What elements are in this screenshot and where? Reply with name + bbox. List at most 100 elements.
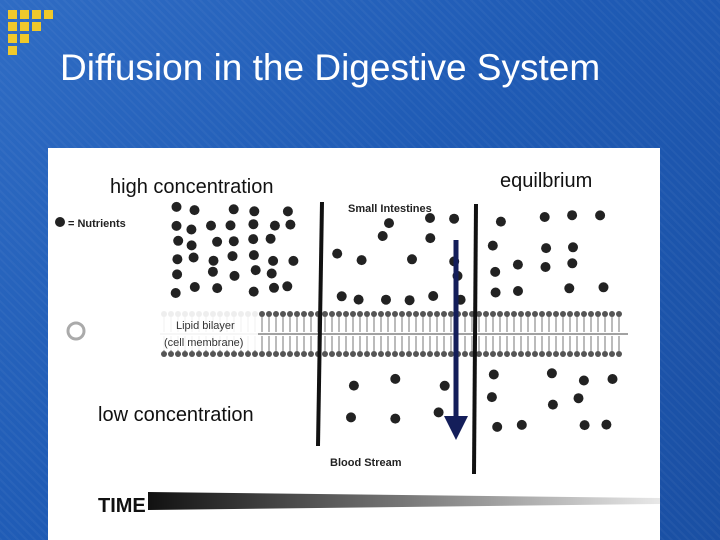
nutrient-dot [439, 380, 450, 391]
nutrient-dot [490, 266, 501, 277]
nutrient-dot [269, 282, 279, 293]
nutrient-dot [173, 235, 184, 246]
nutrient-dot [288, 255, 299, 266]
nutrient-dot [390, 413, 401, 424]
nutrient-dot [488, 369, 499, 380]
divider-line-right [472, 203, 478, 475]
nutrient-dot [265, 233, 276, 244]
cell-membrane-label: (cell membrane) [164, 337, 243, 349]
nutrient-dot [171, 220, 182, 231]
nutrient-dot [425, 233, 436, 244]
nutrient-dot [425, 213, 435, 223]
blood-stream-label: Blood Stream [330, 457, 402, 469]
nutrient-dot [172, 254, 183, 265]
nutrient-dot [607, 374, 618, 384]
divider-line-left [316, 201, 324, 447]
nutrient-dot [573, 393, 584, 404]
nutrient-dot [189, 205, 200, 216]
time-gradient-bar [148, 492, 660, 510]
nutrient-dot [433, 407, 444, 418]
nutrient-dot [336, 291, 347, 302]
nutrient-dot [282, 281, 293, 292]
nutrient-dot [346, 412, 356, 423]
nutrients-key-text: = Nutrients [68, 218, 126, 230]
nutrient-dot [348, 380, 359, 391]
nutrient-dot [248, 219, 259, 230]
nutrient-dot [250, 265, 261, 276]
nutrient-dot [540, 262, 551, 272]
nutrient-dot [229, 270, 240, 281]
nutrient-dot [186, 240, 197, 251]
equilibrium-label: equilbrium [500, 170, 593, 192]
low-concentration-label: low concentration [98, 404, 254, 426]
nutrient-dot [384, 218, 394, 229]
nutrient-dot [170, 288, 181, 298]
lipid-bilayer-label: Lipid bilayer [176, 320, 235, 332]
nutrient-dot [490, 287, 501, 298]
nutrient-dot [377, 231, 388, 241]
nutrient-dot [172, 269, 183, 280]
nutrient-dot [228, 236, 239, 247]
nutrient-key-dot [55, 217, 65, 227]
nutrient-dot [268, 255, 279, 266]
nutrient-dot [513, 286, 523, 296]
nutrient-dot [207, 266, 218, 277]
nutrient-dot [186, 224, 197, 235]
diffusion-arrow-down-icon [444, 240, 468, 440]
nutrient-dot [390, 373, 401, 384]
nutrient-dot [487, 240, 498, 251]
nutrient-dot [188, 252, 199, 263]
nutrient-dot [285, 219, 296, 230]
nutrient-dot [407, 254, 417, 265]
nutrient-dot [578, 375, 589, 386]
nutrient-dot [492, 421, 503, 432]
small-intestines-label: Small Intestines [348, 203, 432, 215]
nutrient-dot [282, 206, 293, 217]
nutrient-dot [381, 294, 391, 305]
membrane-label-box [160, 310, 258, 350]
time-label: TIME [98, 495, 146, 517]
nutrient-dot [541, 243, 552, 254]
nutrient-dot [516, 419, 527, 430]
nutrient-dot [206, 220, 216, 231]
nutrient-dot [568, 242, 578, 253]
nutrient-dot [486, 392, 497, 403]
nutrient-dot [595, 210, 606, 221]
nutrient-dot [269, 220, 280, 231]
nutrient-dot [567, 258, 578, 269]
high-concentration-label: high concentration [110, 176, 274, 198]
nutrient-dot [212, 236, 223, 247]
nutrient-dot [212, 283, 223, 294]
nutrient-dot [266, 268, 277, 279]
nutrient-dot [547, 399, 558, 410]
nutrient-dot [428, 291, 439, 301]
nutrient-dot [208, 255, 219, 266]
logo-squares-icon [8, 10, 62, 64]
nutrient-dot [353, 294, 364, 305]
nutrient-dot [404, 295, 415, 306]
nutrient-dot [495, 216, 506, 227]
nutrient-dot [228, 204, 239, 215]
nutrient-dot [227, 251, 238, 262]
nutrient-dot [248, 286, 259, 297]
empty-circle-icon [66, 321, 86, 341]
nutrient-dot [546, 368, 557, 379]
nutrient-dot [564, 283, 575, 294]
nutrient-dot [248, 250, 259, 261]
nutrient-dot [449, 213, 460, 224]
nutrient-dot [512, 259, 523, 270]
nutrient-dot [579, 420, 590, 431]
diffusion-diagram: = Nutrients Lipid bilayer (cell membrane… [55, 201, 660, 517]
nutrient-dot [249, 206, 260, 217]
slide-title: Diffusion in the Digestive System [60, 47, 601, 88]
nutrient-dot [601, 419, 612, 430]
nutrient-dot [539, 212, 550, 222]
nutrient-dot [356, 255, 367, 266]
nutrient-dot [225, 220, 236, 231]
nutrient-dot [567, 210, 578, 221]
nutrients-key: = Nutrients [55, 217, 126, 230]
nutrient-dot [189, 282, 200, 292]
nutrient-dot [598, 282, 609, 293]
diffusion-figure: = Nutrients Lipid bilayer (cell membrane… [48, 148, 660, 540]
nutrient-dot [248, 234, 259, 245]
